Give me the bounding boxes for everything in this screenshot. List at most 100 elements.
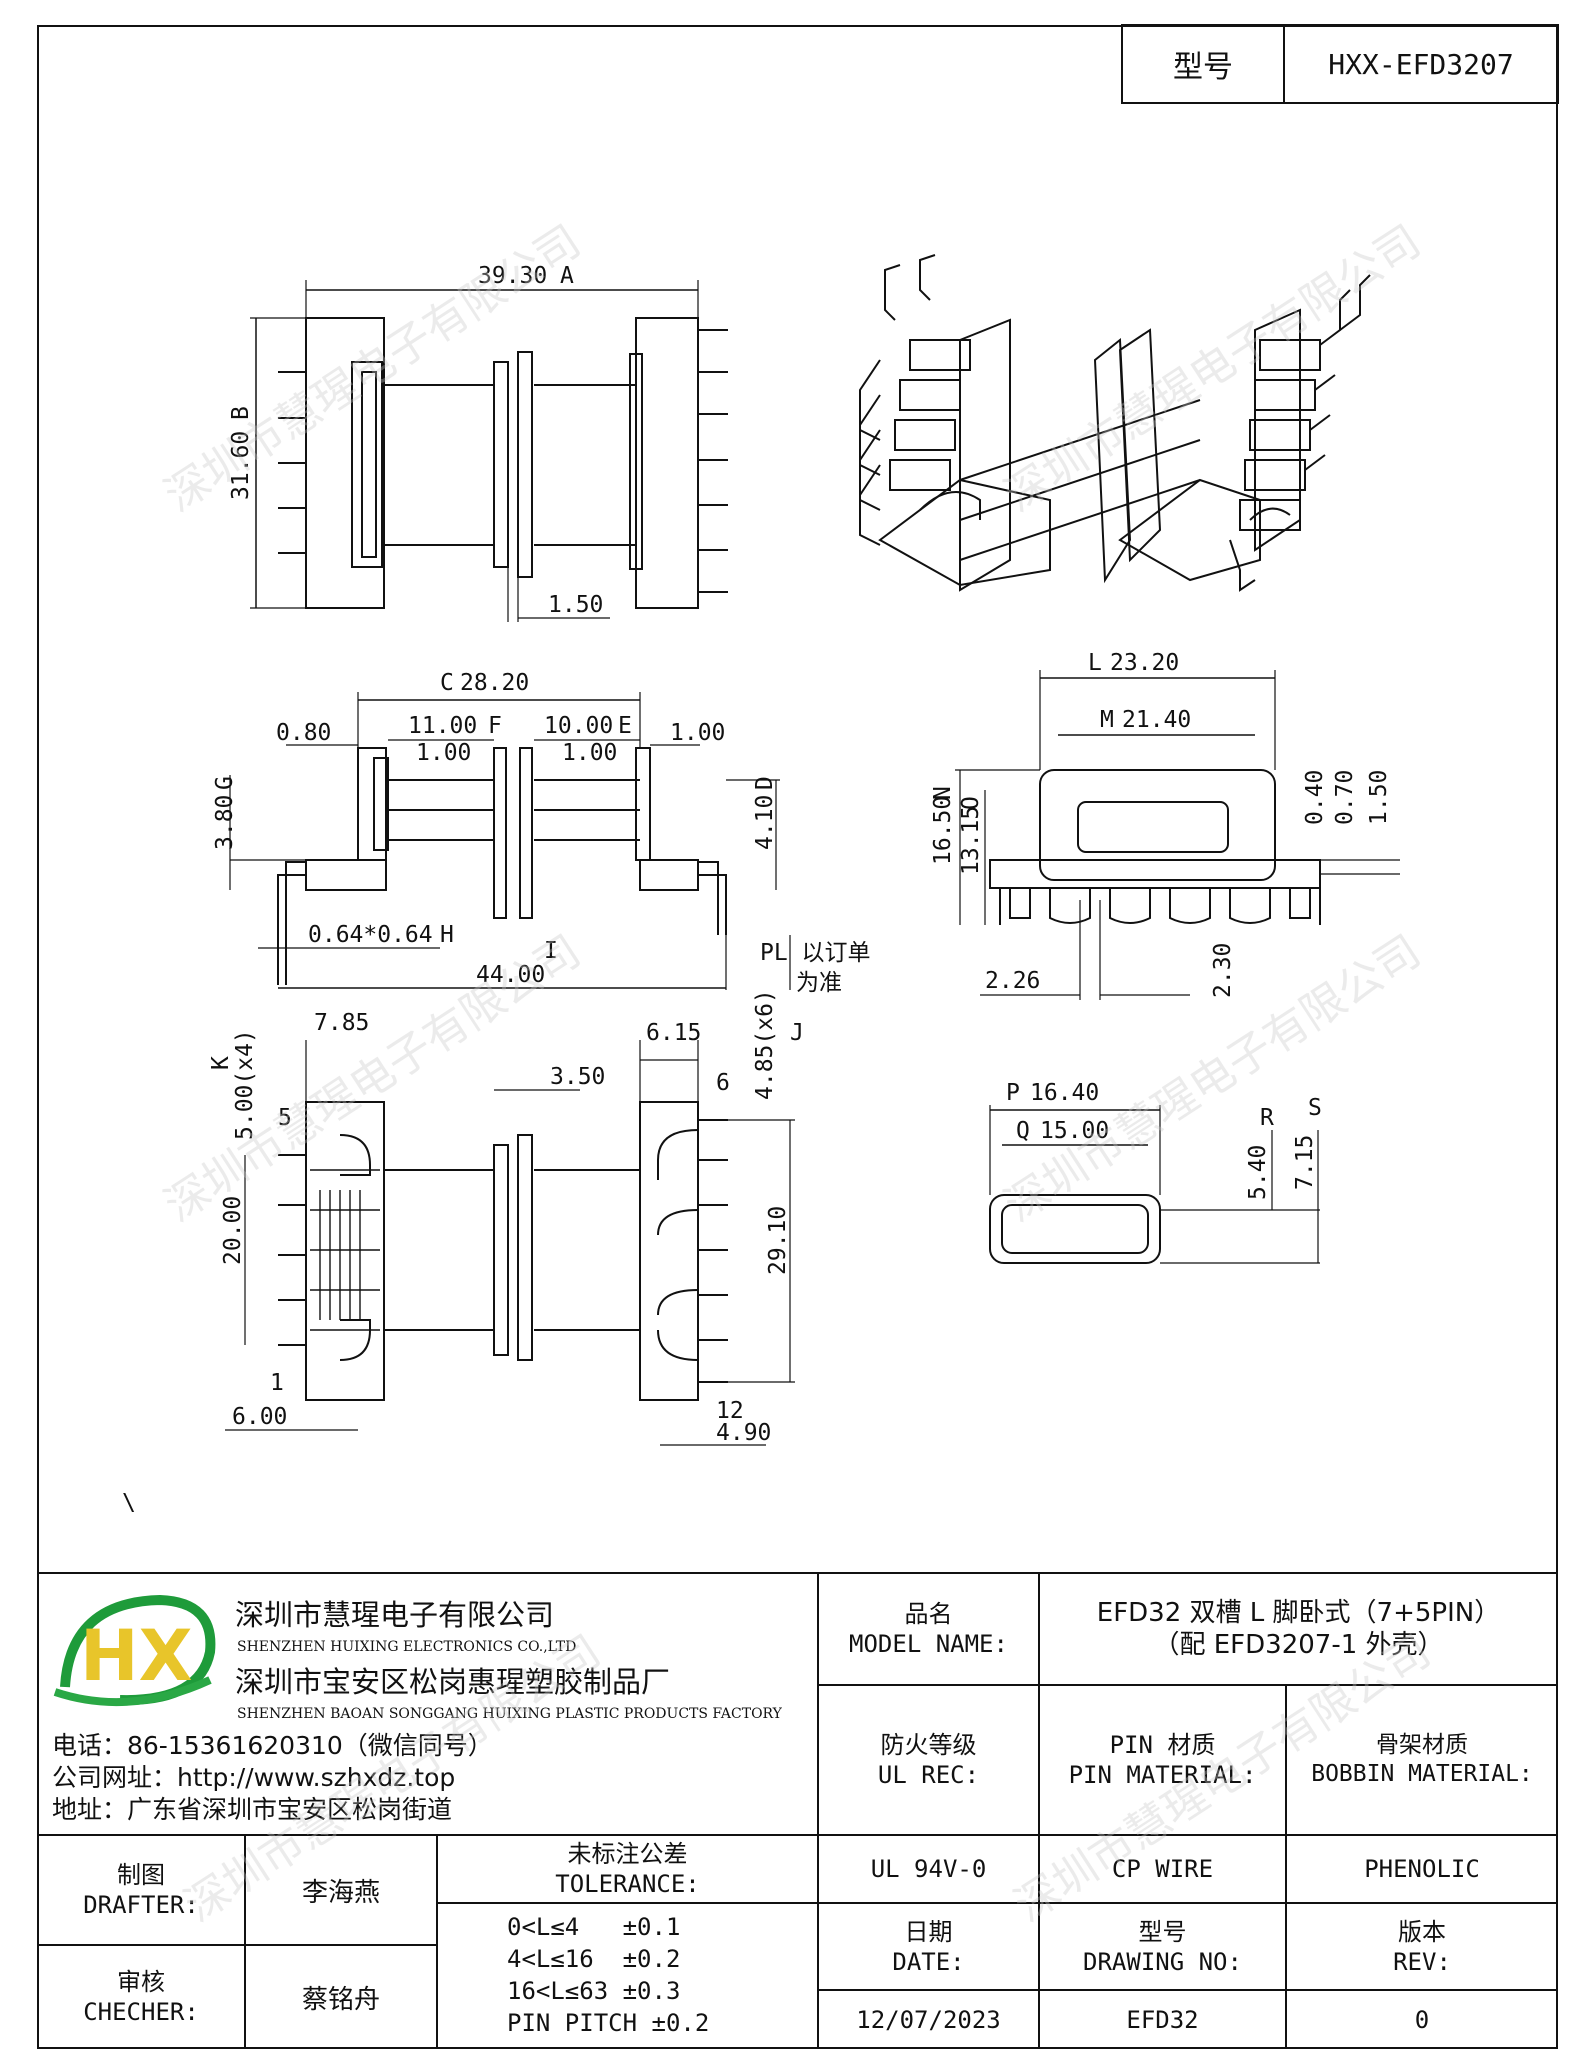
core-section-view [989, 1105, 1320, 1264]
dim-bottom-right-pitch: 4.85(x6) [752, 989, 778, 1100]
tolerance-row: PIN PITCH ±0.2 [507, 2008, 710, 2037]
fire-label-en: UL REC: [877, 1761, 980, 1789]
top-left-pins [278, 371, 306, 554]
dim-core-outer-ref: P [1006, 1080, 1020, 1106]
company-address: 地址：广东省深圳市宝安区松岗街道 [52, 1795, 453, 1824]
dim-side-total-ref: C [440, 670, 454, 696]
drawing-frame [37, 25, 1558, 2049]
rev-label-en: REV: [1393, 1947, 1451, 1976]
dim-pin-section-ref: H [440, 922, 454, 948]
dim-end-inner-ref: M [1100, 707, 1114, 733]
dim-end-pitch: 2.26 [985, 968, 1040, 994]
pin-label-6: 6 [716, 1070, 730, 1096]
dim-bottom-left-span: 20.00 [220, 1196, 246, 1265]
checker-label-en: CHECHER: [83, 1998, 199, 2026]
fire-rating-label: 防火等级 UL REC: [818, 1685, 1039, 1835]
dim-overall-length-ref: I [544, 938, 558, 964]
dim-end-core-ref: O [958, 796, 984, 810]
company-phone: 电话：86-15361620310（微信同号） [52, 1731, 493, 1760]
bobbin-material-value: PHENOLIC [1364, 1855, 1480, 1883]
dim-top-width: 39.30 [478, 263, 547, 289]
dim-side-total: 28.20 [460, 670, 529, 696]
header-model-label: 型号 [1173, 50, 1233, 85]
checker-value: 蔡铭舟 [301, 1984, 380, 2015]
dim-right-flange: 1.00 [670, 720, 725, 746]
header-model-value: HXX-EFD3207 [1328, 47, 1514, 81]
top-right-pins [698, 329, 728, 593]
drafter-label-cn: 制图 [117, 1861, 165, 1889]
dim-top-width-ref: A [560, 263, 574, 289]
drafter-label-en: DRAFTER: [83, 1891, 199, 1919]
dimension-text: 39.30 A 31.60 B 1.50 28.20 C 0.80 11.00 … [122, 263, 1392, 1516]
tolerance-row: 0<L≤4 ±0.1 [507, 1913, 681, 1942]
product-label-cn: 品名 [904, 1600, 953, 1628]
iso-pins-right [1229, 274, 1371, 592]
side-view [229, 692, 791, 990]
tolerance-row: 4<L≤16 ±0.2 [507, 1945, 681, 1974]
dim-left-slot-ref: F [488, 713, 502, 739]
dim-end-width: 23.20 [1110, 650, 1179, 676]
date-label-cn: 日期 [904, 1917, 953, 1946]
product-value: EFD32 双槽 L 脚卧式（7+5PIN） （配 EFD3207-1 外壳） [1039, 1573, 1558, 1685]
dim-end-core: 13.15 [958, 806, 984, 875]
date-label: 日期 DATE: [818, 1903, 1039, 1990]
dim-top-height-ref: B [228, 406, 254, 420]
dim-right-slot-ref: E [618, 713, 632, 739]
dim-core-h1: 5.40 [1245, 1145, 1271, 1200]
dim-right-pin-height: 4.10 [752, 795, 778, 850]
bottom-right-pins [698, 1119, 728, 1383]
top-view [250, 280, 728, 622]
rev-value: 0 [1414, 2005, 1430, 2034]
dim-bottom-right-pitch-ref: J [790, 1020, 804, 1046]
dim-bottom-left-pitch-ref: K [208, 1056, 234, 1070]
dim-bottom-left-off: 6.00 [232, 1404, 287, 1430]
tolerance-label: 未标注公差 TOLERANCE: [437, 1835, 818, 1903]
bobbin-label-en: BOBBIN MATERIAL: [1311, 1761, 1533, 1787]
dim-bottom-right-span: 29.10 [765, 1206, 791, 1275]
product-value-line2: （配 EFD3207-1 外壳） [1153, 1630, 1444, 1660]
dim-end-t1: 0.40 [1302, 770, 1328, 825]
factory-name-cn: 深圳市宝安区松岗惠瑆塑胶制品厂 [235, 1665, 671, 1699]
tolerance-label-cn: 未标注公差 [567, 1840, 688, 1868]
dim-bottom-core: 3.50 [550, 1064, 605, 1090]
bobbin-label-cn: 骨架材质 [1376, 1732, 1468, 1759]
fire-label-cn: 防火等级 [880, 1731, 977, 1759]
dim-top-gap: 1.50 [548, 592, 603, 618]
header-model-grid [1121, 24, 1559, 104]
product-label: 品名 MODEL NAME: [818, 1573, 1039, 1685]
drawing-label-en: DRAWING NO: [1083, 1947, 1242, 1976]
dim-end-inner: 21.40 [1122, 707, 1191, 733]
logo-letter: HX [80, 1615, 193, 1697]
dim-pin-section: 0.64*0.64 [308, 922, 433, 948]
date-label-en: DATE: [892, 1947, 965, 1976]
dim-bottom-left-w: 7.85 [314, 1010, 369, 1036]
company-logo-icon: HX [53, 1594, 216, 1707]
tolerance-list: 0<L≤4 ±0.1 4<L≤16 ±0.2 16<L≤63 ±0.3 PIN … [437, 1903, 818, 2049]
bobbin-material-label: 骨架材质 BOBBIN MATERIAL: [1286, 1685, 1558, 1835]
drawing-no-label: 型号 DRAWING NO: [1039, 1903, 1286, 1990]
rev-label-cn: 版本 [1398, 1917, 1446, 1946]
bottom-view [225, 1040, 795, 1446]
bottom-left-pins [278, 1154, 306, 1346]
company-website: 公司网址：http://www.szhxdz.top [52, 1763, 456, 1792]
factory-name-en: SHENZHEN BAOAN SONGGANG HUIXING PLASTIC … [237, 1706, 782, 1722]
drafter-label: 制图 DRAFTER: [37, 1835, 245, 1945]
dim-end-t3: 1.50 [1366, 770, 1392, 825]
pl-note-1: PL 以订单 [760, 940, 871, 966]
dim-end-width-ref: L [1088, 650, 1102, 676]
company-name-cn: 深圳市慧瑆电子有限公司 [235, 1598, 555, 1632]
company-name-en: SHENZHEN HUIXING ELECTRONICS CO.,LTD [237, 1639, 577, 1655]
dim-core-inner: 15.00 [1040, 1118, 1109, 1144]
pin-material-label: PIN 材质 PIN MATERIAL: [1039, 1685, 1286, 1835]
iso-pins-left [859, 254, 981, 546]
dim-core-h2: 7.15 [1292, 1135, 1318, 1190]
pin-label-en: PIN MATERIAL: [1068, 1761, 1257, 1789]
dim-core-h1-ref: R [1260, 1105, 1274, 1131]
fire-rating-value: UL 94V-0 [870, 1855, 987, 1883]
dim-left-flange: 0.80 [276, 720, 331, 746]
rev-label: 版本 REV: [1286, 1903, 1558, 1990]
pin-label-1: 1 [270, 1370, 284, 1396]
dim-core-h2-ref: S [1308, 1095, 1322, 1121]
